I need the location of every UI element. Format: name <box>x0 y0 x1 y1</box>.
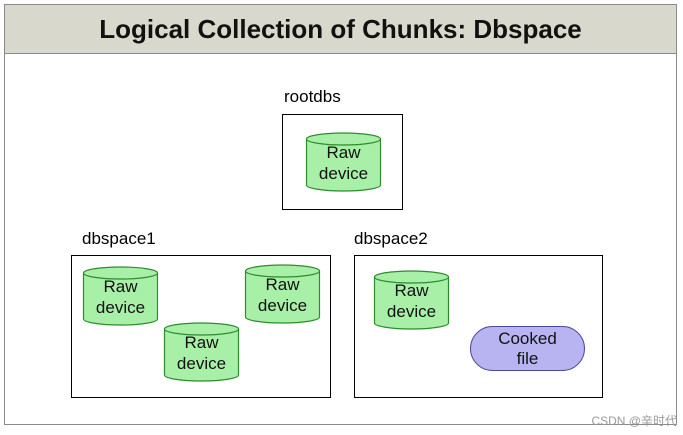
dbspace1-label: dbspace1 <box>82 229 156 248</box>
dbspace2-label: dbspace2 <box>354 229 434 249</box>
raw-device-cylinder: Raw device <box>163 322 240 382</box>
raw-device-cylinder: Raw device <box>82 266 159 326</box>
rootdbs-label: rootdbs <box>284 87 341 106</box>
raw-device-cylinder: Raw device <box>244 264 321 324</box>
raw-device-label: Raw device <box>318 143 369 183</box>
cylinder-icon <box>244 264 321 324</box>
cylinder-icon <box>305 132 382 192</box>
title-bar: Logical Collection of Chunks: Dbspace <box>5 5 676 54</box>
cooked-file-shape: Cooked file <box>470 326 585 371</box>
dbspace2-box: Raw device Cooked file <box>354 255 603 398</box>
cylinder-icon <box>163 322 240 382</box>
watermark: CSDN @辛时代 <box>591 414 677 428</box>
dbspace1-box: Raw device Raw device Raw device <box>71 255 331 398</box>
slide: Logical Collection of Chunks: Dbspace ro… <box>4 4 677 425</box>
raw-device-cylinder: Raw device <box>305 132 382 192</box>
rootdbs-box: Raw device <box>282 114 403 210</box>
raw-device-label: Raw device <box>176 333 227 373</box>
cylinder-icon <box>373 270 450 330</box>
page-title: Logical Collection of Chunks: Dbspace <box>99 14 582 44</box>
raw-device-label: Raw device <box>386 281 437 321</box>
cylinder-icon <box>82 266 159 326</box>
raw-device-cylinder: Raw device <box>373 270 450 330</box>
raw-device-label: Raw device <box>257 275 308 315</box>
raw-device-label: Raw device <box>95 277 146 317</box>
